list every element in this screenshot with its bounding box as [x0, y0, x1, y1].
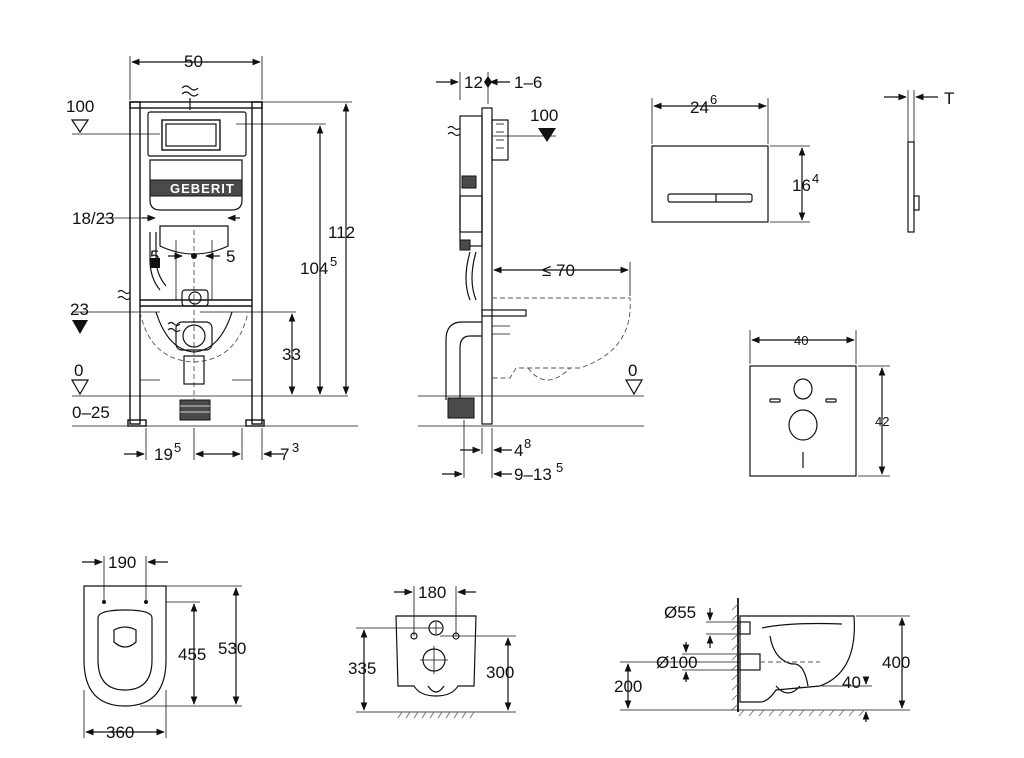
outlet-height-label: 200 — [614, 677, 642, 696]
side-level-0-label: 0 — [628, 361, 637, 380]
side-view: 12 1–6 100 ≤ 70 — [418, 72, 644, 484]
plate-height-label: 16 — [792, 176, 811, 195]
rear-outline — [395, 615, 477, 697]
plate-side — [907, 141, 915, 233]
side-level-100-label: 100 — [530, 106, 558, 125]
rear-right-height-label: 300 — [486, 663, 514, 682]
side-supply-icon — [117, 289, 131, 301]
side-cistern — [459, 115, 483, 247]
drain-elbow — [445, 321, 482, 400]
pad-height-label: 42 — [875, 414, 889, 429]
depth-label: 4 — [514, 441, 523, 460]
foot-right-sup: 3 — [292, 440, 299, 455]
floor-range-label: 0–25 — [72, 403, 110, 422]
flush-buttons — [667, 193, 753, 203]
cistern-body — [149, 159, 243, 211]
bowl-outline — [83, 585, 167, 707]
connection-label: 18/23 — [72, 209, 115, 228]
level-100-marker — [70, 119, 90, 134]
sound-pad-view: 40 42 — [749, 330, 890, 477]
level-0-marker — [70, 379, 90, 396]
bowl-side-view: Ø55 Ø100 200 400 40 — [614, 598, 910, 722]
dashed-bowl — [492, 297, 631, 379]
rear-spacing-label: 180 — [418, 583, 446, 602]
height-inner-sup: 5 — [330, 254, 337, 269]
brand-band — [149, 179, 243, 197]
side-level-0-marker — [624, 379, 644, 396]
plate-thickness-label: T — [944, 89, 954, 108]
center-point — [191, 253, 197, 259]
top-range-label: 1–6 — [514, 73, 542, 92]
inlet-stub — [739, 621, 751, 635]
foot-left-sup: 5 — [174, 440, 181, 455]
side-level-100-marker — [538, 128, 556, 142]
cistern-lower — [159, 225, 229, 255]
frame-top-rail — [129, 101, 263, 109]
hole-spacing-label: 190 — [108, 553, 136, 572]
level-100-label: 100 — [66, 97, 94, 116]
level-23-label: 23 — [70, 300, 89, 319]
plate-width-sup: 6 — [710, 92, 717, 107]
flush-plate-view: 24 6 16 4 T — [651, 89, 954, 233]
level-23-marker — [72, 320, 88, 334]
inlet-dia-label: Ø55 — [664, 603, 696, 622]
bowl-rear-view: 180 335 300 — [348, 583, 516, 719]
rear-left-height-label: 335 — [348, 659, 376, 678]
valve-square — [150, 258, 160, 268]
flush-plate — [651, 145, 769, 223]
plate-width-label: 24 — [690, 98, 709, 117]
side-supply-icon — [447, 125, 461, 137]
height-total-label: 112 — [328, 223, 355, 242]
bowl-top-view: 190 455 530 360 — [82, 553, 246, 742]
outlet-dia-label: Ø100 — [656, 653, 698, 672]
top-gap-label: 12 — [464, 73, 483, 92]
frame-left-post — [129, 101, 141, 425]
projection-label: ≤ 70 — [542, 261, 575, 280]
depth-range-sup: 5 — [556, 460, 563, 475]
offset-right-label: 5 — [226, 247, 235, 266]
height-inner-label: 104 — [300, 259, 328, 278]
drain-height-label: 33 — [282, 345, 301, 364]
drain-connector — [175, 321, 213, 351]
flush-opening — [161, 119, 221, 151]
flush-bracket — [491, 119, 509, 161]
front-width-label: 50 — [184, 52, 203, 71]
level-0-label: 0 — [74, 361, 83, 380]
bowl-length-label: 530 — [218, 639, 246, 658]
outlet-stub — [739, 653, 761, 671]
drain-outlet — [179, 399, 211, 421]
foot-right-label: 7 — [280, 445, 289, 464]
plate-height-sup: 4 — [812, 171, 819, 186]
bowl-width-label: 360 — [106, 723, 134, 742]
inner-length-label: 455 — [178, 645, 206, 664]
foot-label: 40 — [842, 673, 861, 692]
foot-left-label: 19 — [154, 445, 173, 464]
pad-width-label: 40 — [794, 333, 808, 348]
water-supply-icon — [181, 85, 199, 97]
offset-left-label: 5 — [150, 247, 159, 266]
bowl-side-outline — [739, 615, 855, 703]
brand-label: GEBERIT — [170, 181, 235, 196]
depth-range-label: 9–13 — [514, 465, 552, 484]
foot-right — [245, 419, 265, 427]
bowl-height-label: 400 — [882, 653, 910, 672]
sound-pad — [749, 365, 857, 477]
depth-sup: 8 — [524, 436, 531, 451]
frame-right-post — [251, 101, 263, 425]
front-view: 50 GEBERIT 18/23 — [66, 52, 358, 464]
side-frame-post — [481, 107, 493, 425]
